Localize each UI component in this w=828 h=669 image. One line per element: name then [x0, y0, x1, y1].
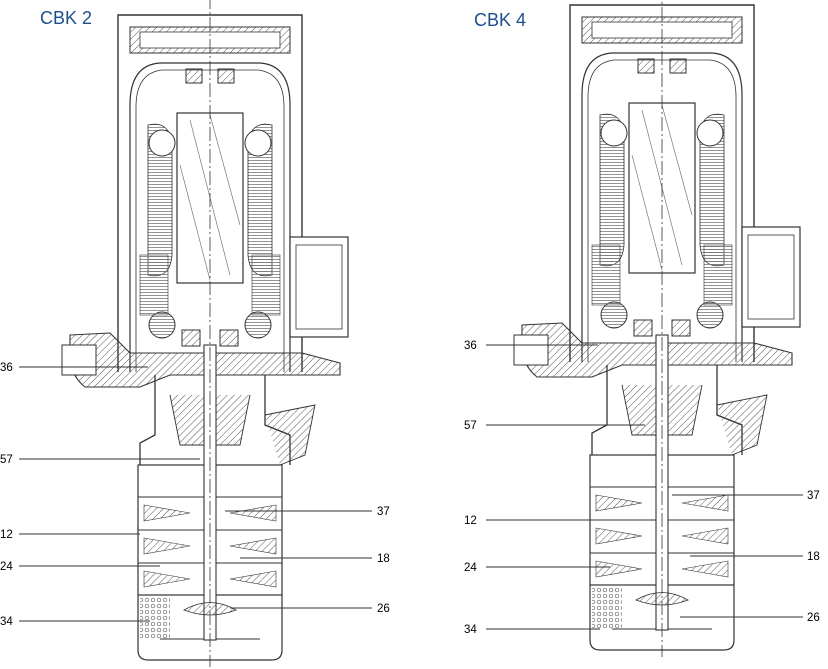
diagram-title-cbk2: CBK 2	[40, 8, 93, 28]
pump-diagram-cbk2: 36 57 12 24 34 37 18 26	[0, 0, 390, 668]
label-24: 24	[464, 562, 477, 574]
label-12: 12	[0, 529, 13, 541]
label-36: 36	[0, 362, 13, 374]
label-37: 37	[377, 506, 390, 518]
label-24: 24	[0, 561, 13, 573]
diagram-title-cbk4: CBK 4	[474, 10, 527, 30]
label-36: 36	[464, 340, 477, 352]
label-57: 57	[0, 454, 13, 466]
label-37: 37	[807, 490, 820, 502]
label-26: 26	[377, 603, 390, 615]
label-34: 34	[0, 616, 13, 628]
pump-diagram-cbk4: 36 57 12 24 34 37 18 26	[464, 0, 820, 658]
label-18: 18	[377, 553, 390, 565]
label-26: 26	[807, 612, 820, 624]
label-34: 34	[464, 624, 477, 636]
label-12: 12	[464, 515, 477, 527]
label-18: 18	[807, 551, 820, 563]
label-57: 57	[464, 420, 477, 432]
